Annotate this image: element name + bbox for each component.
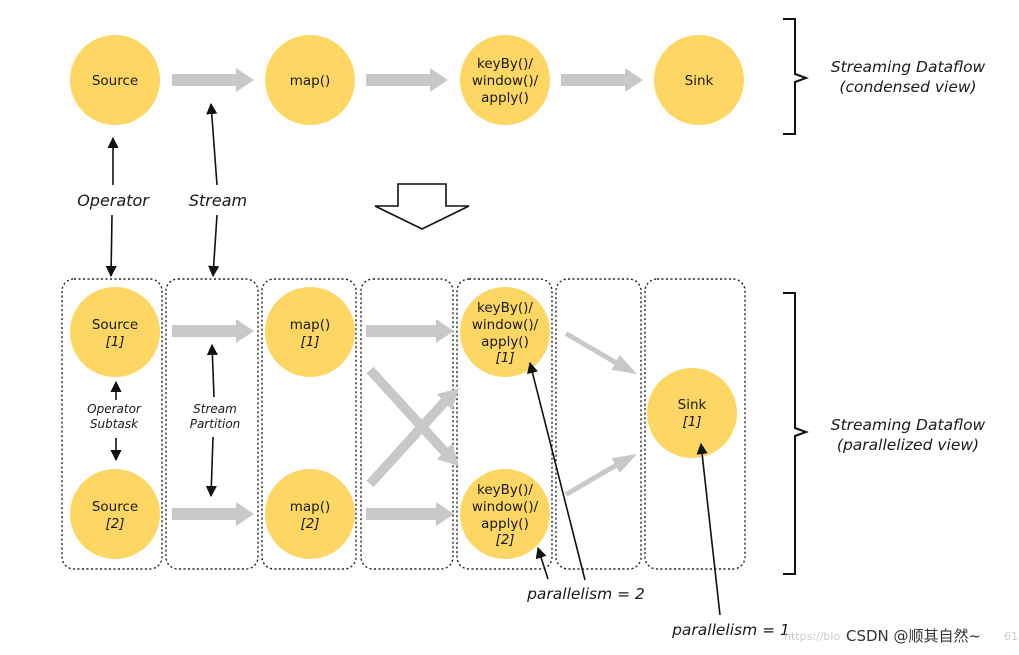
parallelism-2-arrow-bottom [535, 546, 549, 580]
node-source-1-label: Source [92, 317, 138, 333]
stream-arrow-k2-sink [564, 454, 637, 497]
parallel-nodes: Source [1] Source [2] map() [1] map() [2… [70, 287, 737, 559]
watermark-brand: CSDN @顺其自然~ [846, 627, 981, 645]
node-map-1-label: map() [290, 317, 331, 333]
partition-label-line-2: Partition [190, 417, 241, 431]
node-keyby-1-line-1: keyBy()/ [477, 300, 533, 316]
annotation-subtask-partition: Operator Subtask Stream Partition [87, 343, 241, 498]
parallel-brace [783, 292, 809, 575]
node-source: Source [70, 35, 160, 125]
stream-arrow-s2-m2 [172, 502, 254, 526]
node-map: map() [265, 35, 355, 125]
node-sink-1-index: [1] [682, 414, 701, 430]
parallel-lanes [61, 278, 746, 570]
parallel-caption-line-1: Streaming Dataflow [831, 416, 986, 434]
node-map-1: map() [1] [265, 287, 355, 377]
node-keyby-1-line-3: apply() [481, 334, 529, 350]
lane-map [261, 278, 357, 570]
parallelism-1-arrow [696, 442, 721, 616]
node-map-2-label: map() [290, 499, 331, 515]
node-keyby-1-line-2: window()/ [472, 317, 539, 333]
stream-arrow-source-map [172, 68, 254, 92]
node-source-2-label: Source [92, 499, 138, 515]
node-keyby-2-line-1: keyBy()/ [477, 482, 533, 498]
lane-source [61, 278, 163, 570]
node-keyby-2-index: [2] [495, 532, 514, 548]
node-keyby-line-3: apply() [481, 90, 529, 106]
annotation-parallelism: parallelism = 2 parallelism = 1 [526, 361, 790, 639]
stream-arrow-m1-k1 [366, 319, 454, 343]
node-map-label: map() [290, 73, 331, 89]
parallelism-1-label: parallelism = 1 [671, 621, 790, 639]
subtask-label-line-2: Subtask [90, 417, 139, 431]
node-source-1-index: [1] [105, 334, 124, 350]
lane-sink [644, 278, 746, 570]
parallelism-2-label: parallelism = 2 [526, 585, 645, 603]
partition-arrow-up [206, 343, 218, 398]
subtask-label-line-1: Operator [87, 402, 142, 416]
node-sink-1-label: Sink [678, 397, 707, 413]
stream-arrow-k1-sink [564, 331, 637, 374]
partition-arrow-down [205, 436, 217, 498]
node-keyby-1: keyBy()/ window()/ apply() [1] [460, 287, 550, 377]
node-keyby: keyBy()/ window()/ apply() [460, 35, 550, 125]
stream-arrow-m1-k2 [366, 366, 459, 466]
parallel-stream-arrows [172, 319, 637, 526]
stream-arrow-s1-m1 [172, 319, 254, 343]
condensed-caption-line-1: Streaming Dataflow [831, 58, 986, 76]
node-source-2: Source [2] [70, 469, 160, 559]
transition-arrow [374, 183, 470, 230]
node-keyby-2-line-2: window()/ [472, 499, 539, 515]
lane-stream-2 [360, 278, 454, 570]
node-map-1-index: [1] [300, 334, 319, 350]
stream-arrow-down [208, 214, 220, 278]
node-source-1: Source [1] [70, 287, 160, 377]
condensed-stream-arrows [172, 68, 643, 92]
stream-arrow-m2-k1 [366, 388, 459, 488]
lane-stream-1 [165, 278, 259, 570]
annotation-operator-stream: Operator Stream [77, 102, 247, 278]
node-map-2-index: [2] [300, 516, 319, 532]
node-keyby-1-index: [1] [495, 350, 514, 366]
node-keyby-2: keyBy()/ window()/ apply() [2] [460, 469, 550, 559]
operator-arrow-down [105, 214, 117, 278]
stream-arrow-m2-k2 [366, 502, 454, 526]
parallelism-2-arrow-top [527, 361, 586, 581]
node-map-2: map() [2] [265, 469, 355, 559]
parallel-caption-line-2: (parallelized view) [837, 436, 979, 454]
condensed-view: Source map() keyBy()/ window()/ apply() … [70, 18, 986, 135]
node-source-label: Source [92, 73, 138, 89]
stream-label: Stream [189, 191, 247, 210]
watermark-tail: 61 [1004, 630, 1018, 643]
stream-arrow-up [206, 102, 218, 186]
node-source-2-index: [2] [105, 516, 124, 532]
partition-label-line-1: Stream [193, 402, 237, 416]
node-sink: Sink [654, 35, 744, 125]
condensed-caption-line-2: (condensed view) [839, 78, 976, 96]
operator-label: Operator [77, 191, 150, 210]
node-keyby-2-line-3: apply() [481, 516, 529, 532]
stream-arrow-keyby-sink [561, 68, 643, 92]
node-sink-label: Sink [685, 73, 714, 89]
watermark-url: https://blo [784, 630, 840, 643]
lane-stream-3 [555, 278, 642, 570]
watermark: https://blo CSDN @顺其自然~ 61 [784, 627, 1018, 645]
condensed-brace [783, 18, 809, 135]
stream-arrow-map-keyby [366, 68, 448, 92]
node-keyby-line-1: keyBy()/ [477, 56, 533, 72]
lane-keyby [456, 278, 553, 570]
node-sink-1: Sink [1] [647, 368, 737, 458]
node-keyby-line-2: window()/ [472, 73, 539, 89]
